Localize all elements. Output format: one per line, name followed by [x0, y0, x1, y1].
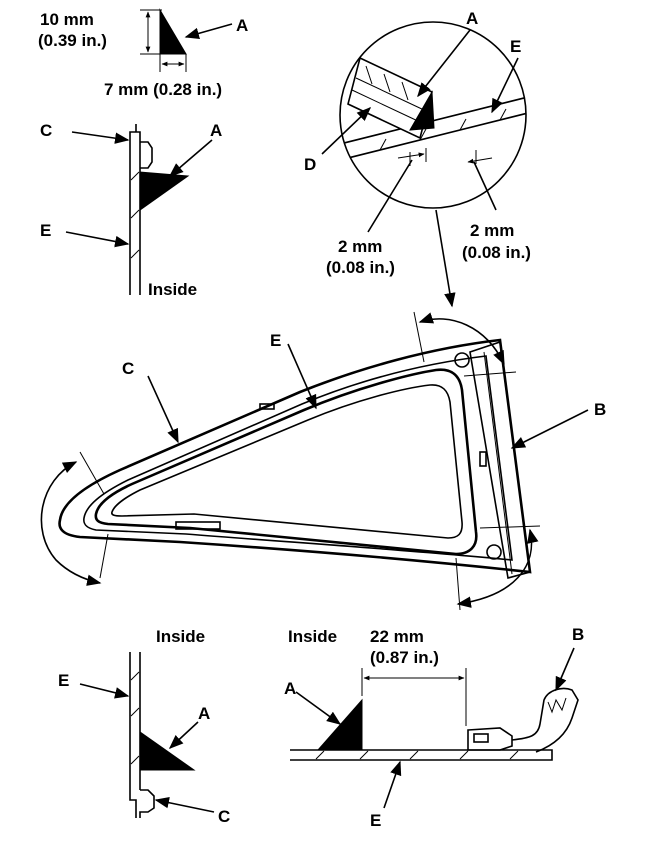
- label-gap-2mm-left-in: (0.08 in.): [326, 258, 395, 277]
- label-height-10mm: 10 mm: [40, 10, 94, 29]
- callout-c: C: [122, 359, 134, 378]
- dam-a-magnified: [409, 90, 435, 131]
- glass-molding-c: [94, 368, 478, 556]
- label-height-10mm-in: (0.39 in.): [38, 31, 107, 50]
- magnified-circle-detail: A E D 2 mm (0.08 in.) 2 mm (0.08 in.): [304, 9, 531, 308]
- section-detail-lower: Inside E A C: [58, 627, 230, 826]
- label-inside: Inside: [288, 627, 337, 646]
- retainer-hole-lower: [486, 544, 502, 560]
- callout-e: E: [270, 331, 281, 350]
- label-dist-22mm: 22 mm: [370, 627, 424, 646]
- label-dist-22mm-in: (0.87 in.): [370, 648, 439, 667]
- callout-a: A: [236, 16, 248, 35]
- section-detail-retainer: Inside 22 mm (0.87 in.) A B E: [284, 625, 584, 830]
- label-inside: Inside: [156, 627, 205, 646]
- callout-b: B: [594, 400, 606, 419]
- dam-triangle-a: [159, 8, 187, 55]
- magnify-circle: [339, 21, 527, 209]
- dam-a-upper: [139, 171, 190, 211]
- callout-c: C: [218, 807, 230, 826]
- dam-a-lower: [139, 731, 196, 771]
- bottom-corner-arc-arrow: [456, 528, 539, 608]
- callout-a: A: [210, 121, 222, 140]
- label-gap-2mm-right: 2 mm: [470, 221, 514, 240]
- label-gap-2mm-right-in: (0.08 in.): [462, 243, 531, 262]
- quarter-glass: C E B: [40, 311, 606, 611]
- retainer-b: [511, 687, 579, 753]
- apex-arc-arrow: [40, 461, 102, 586]
- top-corner-arc-arrow: [418, 312, 505, 366]
- glass-mark: [175, 521, 221, 530]
- glass-inner-edge: [111, 384, 463, 539]
- callout-e: E: [40, 221, 51, 240]
- dam-dimension-detail: 10 mm (0.39 in.) 7 mm (0.28 in.) A: [38, 8, 248, 99]
- callout-e: E: [58, 671, 69, 690]
- callout-a: A: [466, 9, 478, 28]
- dam-a-retainer: [316, 698, 363, 751]
- callout-d: D: [304, 155, 316, 174]
- callout-e: E: [370, 811, 381, 830]
- callout-c: C: [40, 121, 52, 140]
- label-gap-2mm-left: 2 mm: [338, 237, 382, 256]
- retainer-clip: [467, 727, 513, 751]
- callout-e: E: [510, 37, 521, 56]
- label-inside: Inside: [148, 280, 197, 299]
- section-detail-upper: C A E Inside: [40, 121, 222, 299]
- callout-a: A: [198, 704, 210, 723]
- callout-b: B: [572, 625, 584, 644]
- callout-a: A: [284, 679, 296, 698]
- label-width-7mm: 7 mm (0.28 in.): [104, 80, 222, 99]
